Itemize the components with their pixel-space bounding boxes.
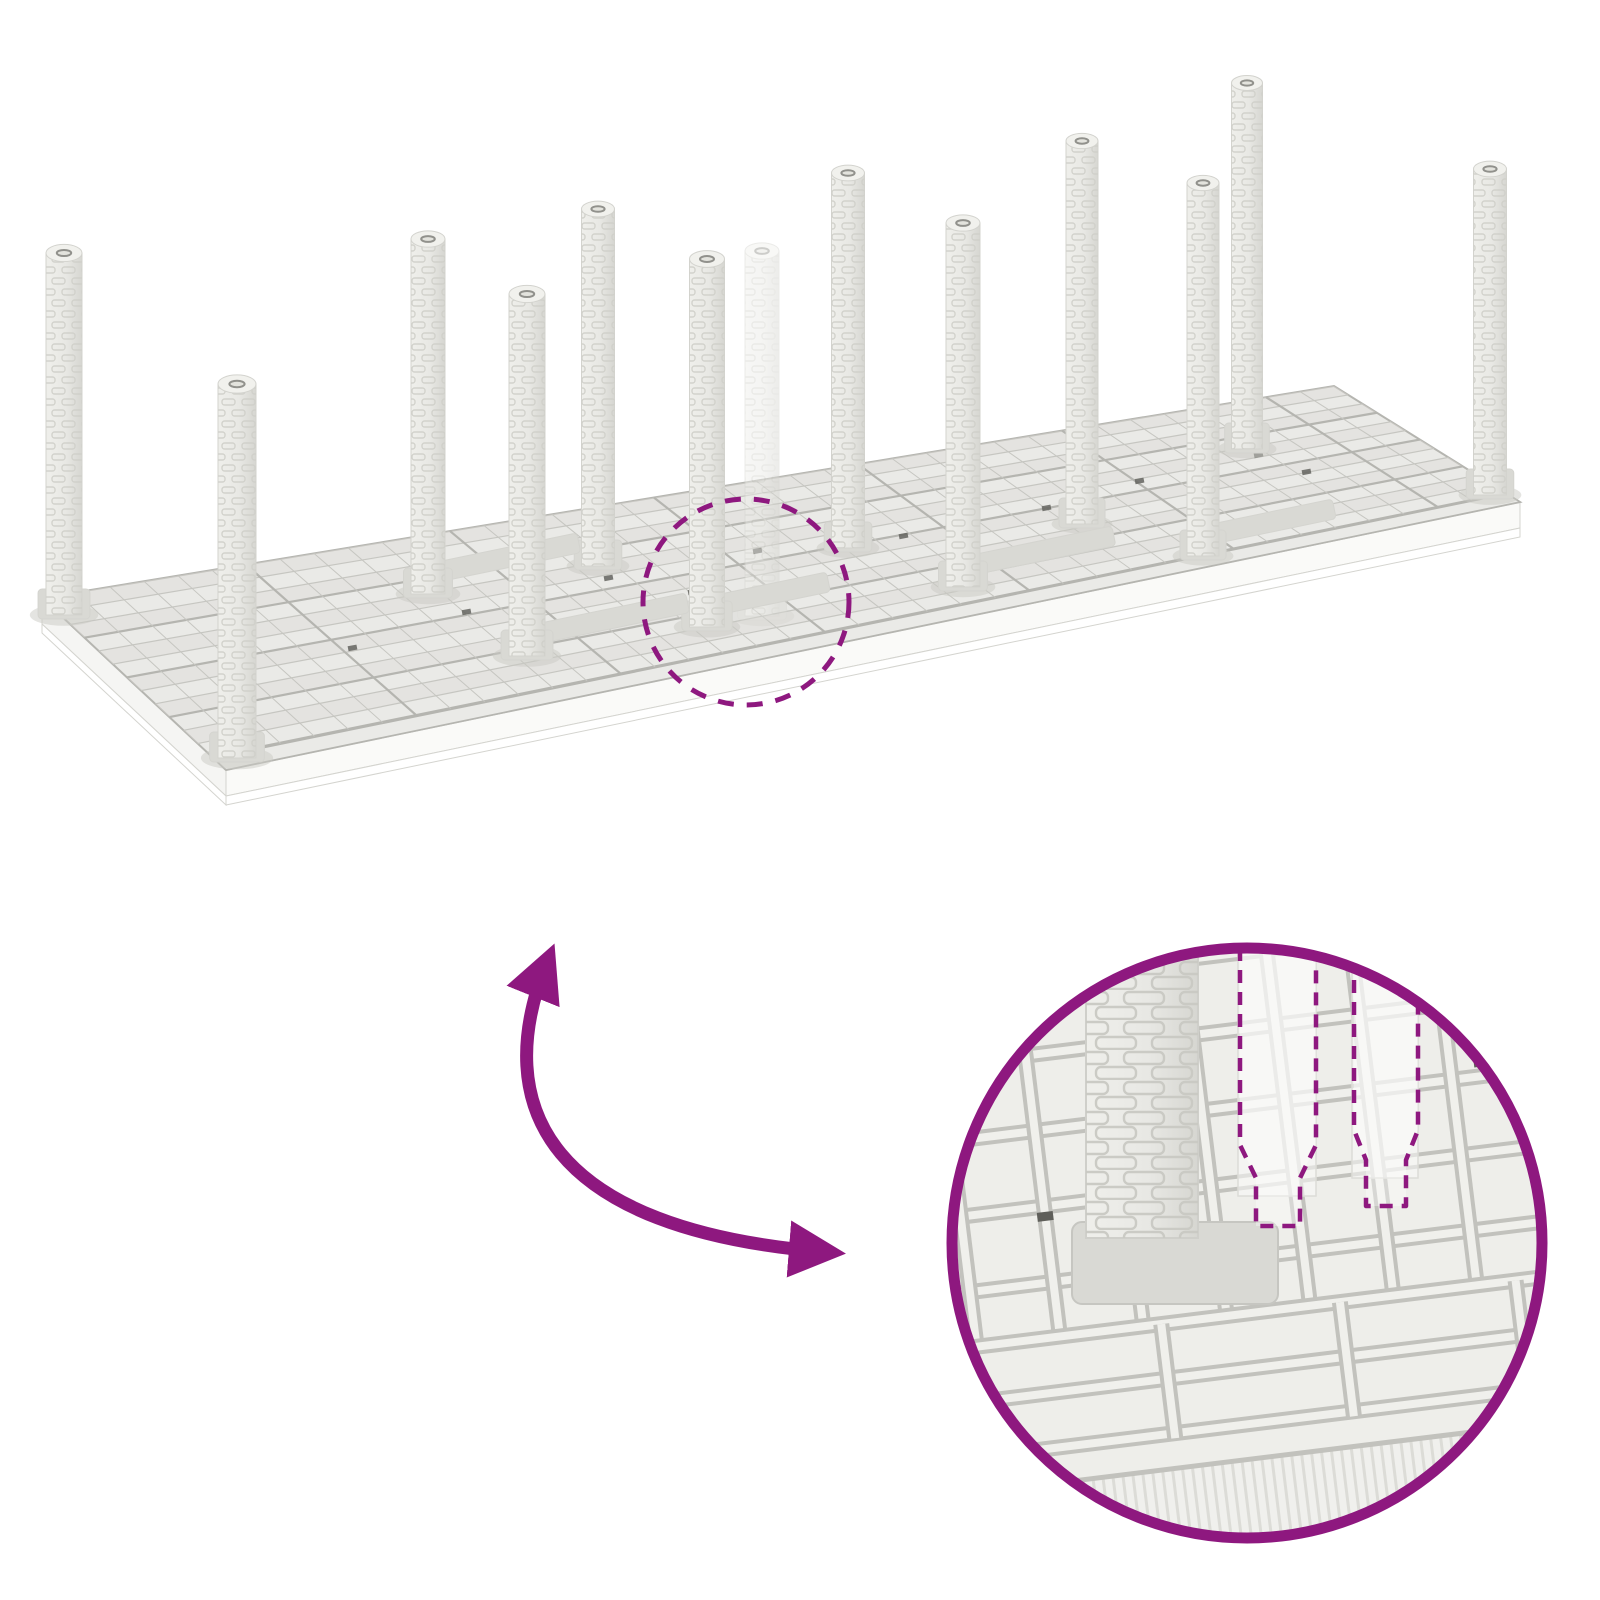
support-peg (1217, 75, 1277, 459)
support-peg (492, 284, 690, 667)
rotation-arrow-path (506, 943, 846, 1278)
support-peg (673, 250, 831, 638)
support-peg (1458, 160, 1522, 505)
support-peg (816, 164, 880, 558)
support-peg (566, 200, 630, 576)
magnifier-ring (946, 942, 1548, 1544)
support-peg (29, 243, 99, 626)
support-peg (1051, 132, 1113, 534)
support-peg (729, 242, 795, 627)
support-pegs (29, 75, 1522, 770)
support-peg (930, 214, 1116, 598)
rotation-arrow (506, 943, 846, 1278)
support-peg (1172, 174, 1337, 566)
support-peg (200, 374, 274, 770)
magnified-detail-inset (946, 942, 1548, 1544)
detail-highlight-circle (640, 496, 852, 708)
